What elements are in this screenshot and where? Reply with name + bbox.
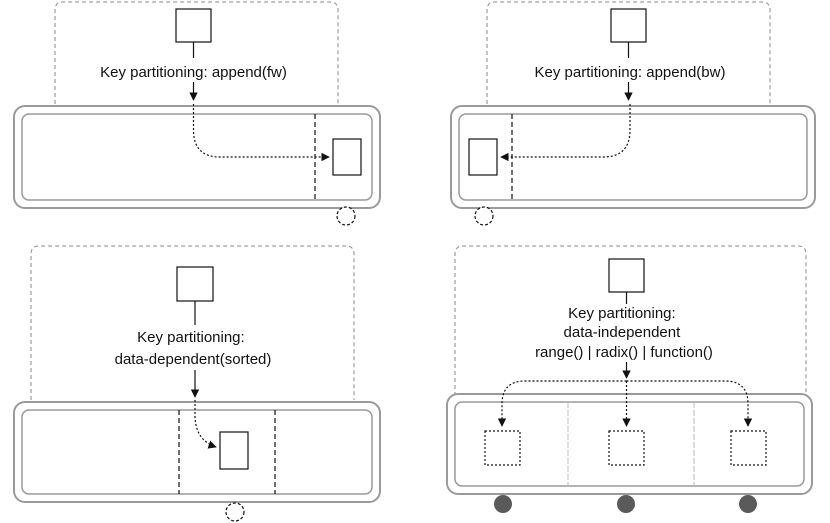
key-box: [175, 8, 212, 43]
container-inner: [458, 113, 808, 201]
node-empty: [225, 502, 245, 522]
node-empty: [336, 206, 356, 226]
key-box: [176, 266, 214, 302]
panel-append-bw: Key partitioning: append(bw): [450, 1, 816, 226]
node-filled-left: [494, 495, 512, 513]
node-filled-right: [739, 495, 757, 513]
panel-data-independent: Key partitioning: data-independent range…: [446, 245, 813, 513]
key-box: [608, 258, 645, 293]
inserted-box: [468, 138, 498, 176]
target-box-center: [608, 430, 645, 466]
node-filled-center: [617, 495, 635, 513]
container-inner: [21, 113, 373, 201]
dashed-frame: [486, 1, 771, 104]
target-box-right: [730, 430, 767, 466]
insert-path: [192, 104, 330, 162]
partition-label: Key partitioning: data-dependent(sorted): [115, 329, 272, 368]
dashed-frame: [54, 1, 339, 104]
panel-append-fw: Key partitioning: append(fw): [13, 1, 381, 226]
partition-label: Key partitioning: append(bw): [535, 64, 726, 81]
dashed-frame: [30, 245, 355, 400]
distribute-path-right: [626, 380, 753, 427]
node-empty: [474, 206, 494, 226]
dashed-frame: [454, 245, 807, 396]
partition-label: Key partitioning: data-independent range…: [535, 305, 713, 361]
insert-path: [194, 400, 217, 449]
inserted-box: [219, 431, 249, 470]
key-box: [610, 8, 647, 43]
target-box-left: [484, 430, 521, 466]
distribute-path-left: [497, 380, 627, 427]
container-inner: [21, 409, 373, 495]
insert-path: [500, 104, 631, 162]
inserted-box: [332, 138, 362, 176]
partition-label: Key partitioning: append(fw): [100, 64, 287, 81]
panel-data-dependent: Key partitioning: data-dependent(sorted): [13, 245, 381, 522]
